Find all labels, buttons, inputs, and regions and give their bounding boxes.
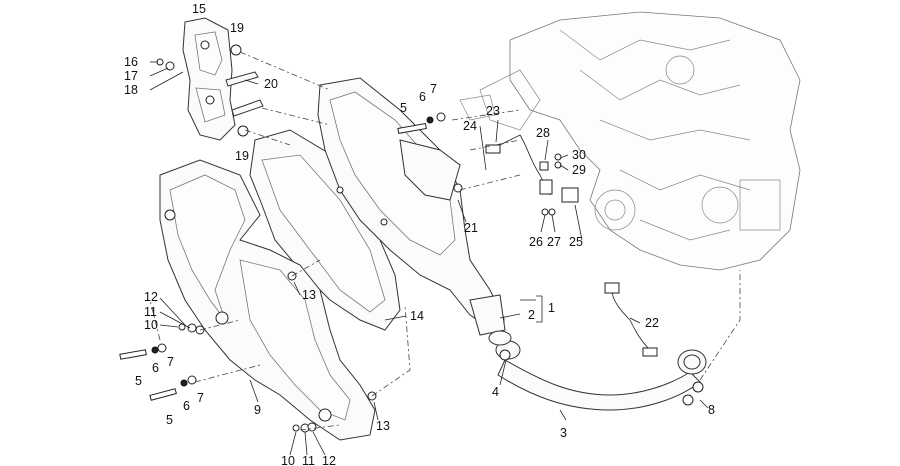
label-part-4: 4 — [492, 385, 499, 399]
label-part-18: 18 — [124, 83, 138, 97]
label-part-27: 27 — [547, 235, 561, 249]
exhaust-pipe — [495, 340, 707, 411]
label-part-25: 25 — [569, 235, 583, 249]
label-part-6-c: 6 — [419, 90, 426, 104]
exhaust-bracket — [182, 17, 236, 141]
label-part-12-a: 12 — [144, 290, 158, 304]
lambda-sensor-rear — [485, 134, 553, 196]
inner-heat-shield — [249, 129, 401, 331]
label-part-6-a: 6 — [152, 361, 159, 375]
label-part-21: 21 — [464, 221, 478, 235]
label-part-12-b: 12 — [322, 454, 336, 466]
label-part-11-a: 11 — [144, 305, 157, 319]
label-part-13-b: 13 — [376, 419, 390, 433]
outer-exhaust-cover — [159, 159, 376, 441]
part-number-labels: 1 2 3 4 5 5 5 6 6 6 7 7 7 8 9 10 10 11 1… — [124, 2, 715, 466]
label-part-7-c: 7 — [430, 82, 437, 96]
label-part-7-b: 7 — [197, 391, 204, 405]
alignment-lines — [149, 51, 741, 431]
label-part-29: 29 — [572, 163, 586, 177]
label-part-19-b: 19 — [235, 149, 249, 163]
label-part-19-a: 19 — [230, 21, 244, 35]
label-part-6-b: 6 — [183, 399, 190, 413]
lambda-sensor-front — [604, 282, 658, 357]
clip-28 — [539, 161, 549, 171]
label-part-20: 20 — [264, 77, 278, 91]
engine-block — [459, 11, 801, 271]
gasket — [488, 330, 512, 346]
label-part-14: 14 — [410, 309, 424, 323]
label-part-10-a: 10 — [144, 318, 158, 332]
label-part-3: 3 — [560, 426, 567, 440]
label-part-7-a: 7 — [167, 355, 174, 369]
label-part-23: 23 — [486, 104, 500, 118]
label-part-8: 8 — [708, 403, 715, 417]
muffler — [317, 77, 506, 336]
label-part-24: 24 — [463, 119, 477, 133]
label-part-26: 26 — [529, 235, 543, 249]
label-part-2: 2 — [528, 308, 535, 322]
sensor-bracket — [561, 187, 579, 203]
label-part-30: 30 — [572, 148, 586, 162]
label-part-5-a: 5 — [135, 374, 142, 388]
strips — [225, 71, 264, 117]
label-part-5-b: 5 — [166, 413, 173, 427]
hardware — [119, 44, 704, 433]
label-part-16: 16 — [124, 55, 138, 69]
label-part-5-c: 5 — [400, 101, 407, 115]
leader-lines — [149, 61, 709, 456]
label-part-28: 28 — [536, 126, 550, 140]
label-part-1: 1 — [548, 301, 555, 315]
label-part-10-b: 10 — [281, 454, 295, 466]
label-part-9: 9 — [254, 403, 261, 417]
label-part-22: 22 — [645, 316, 659, 330]
label-part-11-b: 11 — [302, 454, 315, 466]
label-part-15: 15 — [192, 2, 206, 16]
label-part-13-a: 13 — [302, 288, 316, 302]
label-part-17: 17 — [124, 69, 138, 83]
